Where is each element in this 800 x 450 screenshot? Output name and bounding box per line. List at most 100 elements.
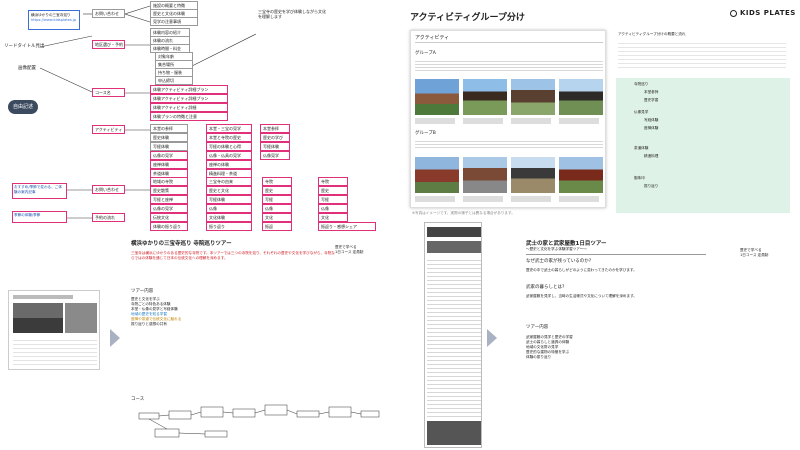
grid2-cell[interactable]: 仏像 (262, 204, 292, 213)
grid-cell[interactable]: 座禅の体験 (206, 160, 252, 169)
text-lines (415, 139, 603, 149)
grid2-cell[interactable]: 写経と座禅 (150, 195, 188, 204)
grid2-cell[interactable]: 文化 (318, 213, 348, 222)
node-pink-3[interactable]: 体験プランの特徴と注意 (150, 112, 228, 121)
grid2-cell[interactable]: 歴史と文化 (206, 186, 252, 195)
recommend-box[interactable]: おすすめ/季節で変わる、ご体験の案内記事 (12, 183, 67, 199)
long-page-thumbnail[interactable] (424, 222, 482, 448)
grid2-cell[interactable]: 歴史 (318, 186, 348, 195)
list-item: 武士の暮らしと道具の体験 (526, 340, 570, 344)
node-mid-6[interactable]: 申込締切 (155, 76, 193, 85)
grid2-cell[interactable]: 三宝寺の由来 (206, 177, 252, 186)
grid2-cell[interactable]: 写経 (318, 195, 348, 204)
list-item: 御朱印 (634, 176, 645, 180)
doc-title: 横浜ゆかりの三宝寺巡り 寺院巡りツアー (131, 241, 232, 247)
node-seasonal[interactable]: お問い合わせ (92, 185, 125, 194)
node-pink-0[interactable]: 体験アクティビティ詳細プラン (150, 85, 228, 94)
grid2-cell[interactable]: 歴史 (262, 186, 292, 195)
logo-icon (730, 9, 737, 17)
grid-cell[interactable]: 本堂の参拝 (150, 124, 188, 133)
thumb-lines (13, 337, 97, 365)
webpage-thumbnail[interactable] (8, 290, 100, 370)
paragraph-2: 武家屋敷を見学し、当時の生活様式や文化について理解を深めます。 (526, 294, 637, 298)
items-list: 武家屋敷の見学と歴史の学習 武士の暮らしと道具の体験 地域の文化財の見学 歴史的… (526, 335, 726, 360)
course-flow (138, 404, 380, 438)
list-item: 座禅体験 (644, 126, 659, 130)
node-booking-flow[interactable]: 予約の流れ (92, 213, 125, 222)
grid-cell[interactable]: 本堂・三宝の見学 (206, 124, 252, 133)
thumb-photo (65, 303, 97, 333)
node-area-booking[interactable]: 地区選び・予約 (92, 40, 125, 49)
grid-cell[interactable]: 本堂と寺院の歴史 (206, 133, 252, 142)
text-lines (415, 59, 603, 73)
node-notes[interactable]: 見学の注意事項 (150, 17, 198, 26)
grid2-cell[interactable]: 寺院 (318, 177, 348, 186)
node-inquiry[interactable]: お問い合わせ (92, 9, 125, 18)
caption-lines (415, 196, 603, 202)
connector-lines (39, 5, 257, 219)
grid-cell[interactable]: 座禅体験 (150, 160, 188, 169)
feature-item: 地域の歴史を知る学習 (131, 312, 167, 316)
thumb-header (13, 295, 73, 299)
doc-intro: 三宝寺は横浜にゆかりのある歴史的な寺院です。本ツアーでは三つの寺院を巡り、それぞ… (131, 251, 335, 260)
group-a-label: グループA (415, 51, 436, 56)
grid2-cell[interactable]: 仏像 (318, 204, 348, 213)
node-pink-2[interactable]: 体験アクティビティ詳細 (150, 103, 228, 112)
grid-cell[interactable]: 歴史体験 (150, 133, 188, 142)
grid-cell[interactable]: 仏像・仏具の見学 (206, 151, 252, 160)
grid2-cell[interactable]: 伝統文化 (150, 213, 188, 222)
grid2-cell[interactable]: 寺院 (262, 177, 292, 186)
season-text: 季節の体験/季節 (14, 213, 41, 217)
side-note-right: 歴史で学べる 1日コース 定員制 (740, 248, 768, 258)
node-pink-1[interactable]: 体験アクティビティ詳細プラン (150, 94, 228, 103)
top-box-sub: https://www.kidsplates.jp (31, 18, 77, 22)
photo-caption: ※写真はイメージです。実際の様子とは異なる場合があります。 (412, 211, 515, 215)
grid-cell[interactable]: 本堂参拝 (260, 124, 290, 133)
side-note-1: 歴史で学べる (740, 248, 762, 252)
season-box[interactable]: 季節の体験/季節 (12, 211, 67, 223)
list-item: 写経体験 (644, 118, 659, 122)
grid-cell[interactable]: 仏像の見学 (150, 151, 188, 160)
grid2-cell[interactable]: 写経 (262, 195, 292, 204)
samurai-doc: 武士の家と武家屋敷1日目ツアー 〜歴史と文化を学ぶ体験学習ツアー〜 なぜ武士の家… (520, 235, 740, 445)
arrow-right-icon (110, 329, 120, 347)
grid2-cell[interactable]: 振返 (262, 222, 292, 231)
activity-card[interactable]: アクティビティ グループA グループB (410, 30, 606, 208)
grid2-cell[interactable]: 写経体験 (206, 195, 252, 204)
list-item: 歴史学習 (644, 98, 659, 102)
grid2-cell[interactable]: 体験の振り返り (150, 222, 188, 231)
grid-cell[interactable]: 写経体験 (260, 142, 290, 151)
feature-item: 振り返りと感想の共有 (131, 322, 167, 326)
grid2-cell[interactable]: 仏像の見学 (150, 204, 188, 213)
grid-cell[interactable]: 写経の体験と心得 (206, 142, 252, 151)
grid2-cell[interactable]: 文化 (262, 213, 292, 222)
list-item: 振り返り (644, 184, 659, 188)
temple-photo (559, 157, 603, 193)
grid-cell[interactable]: 歴史の学び (260, 133, 290, 142)
recommend-text: おすすめ/季節で変わる、ご体験の案内記事 (14, 185, 62, 194)
thumb-text (427, 257, 481, 417)
activity-slide: アクティビティグループ分け KIDS PLATES アクティビティ グループA … (400, 0, 800, 225)
paragraph-1: 歴史の中で武士の暮らしがどのように変わってきたのかを学びます。 (526, 268, 637, 272)
lead-title-label: リードタイトル見出 (4, 44, 45, 49)
group-list-panel: 寺院巡り 本堂参拝 歴史学習 仏像見学 写経体験 座禅体験 茶道体験 精進料理 … (616, 78, 790, 213)
features-heading: ツアー内容 (131, 289, 154, 294)
question-2: 武家の暮らしとは? (526, 285, 565, 290)
grid-cell[interactable]: 写経体験 (150, 142, 188, 151)
grid2-cell[interactable]: 振返り・感想シェア (318, 222, 376, 231)
arrow-right-icon (487, 329, 497, 347)
grid2-cell[interactable]: 地域の寺院 (150, 177, 188, 186)
course-doc: 横浜ゆかりの三宝寺巡り 寺院巡りツアー 三宝寺は横浜にゆかりのある歴史的な寺院で… (125, 235, 385, 445)
free-text-pill[interactable]: 自由記述 (8, 100, 38, 114)
grid2-cell[interactable]: 歴史散策 (150, 186, 188, 195)
doc-subtitle: 〜歴史と文化を学ぶ体験学習ツアー〜 (526, 247, 587, 251)
node-course-name[interactable]: コース名 (92, 88, 125, 97)
node-activity[interactable]: アクティビティ (92, 125, 125, 134)
grid2-cell[interactable]: 文化体験 (206, 213, 252, 222)
grid2-cell[interactable]: 振り返り (206, 222, 252, 231)
grid-cell[interactable]: 仏像見学 (260, 151, 290, 160)
feature-item: 歴史と文化を学ぶ (131, 297, 160, 301)
grid2-cell[interactable]: 仏像 (206, 204, 252, 213)
list-item: 仏像見学 (634, 110, 649, 114)
top-title-box[interactable]: 横浜ゆかりの三宝寺巡り https://www.kidsplates.jp (28, 10, 80, 30)
